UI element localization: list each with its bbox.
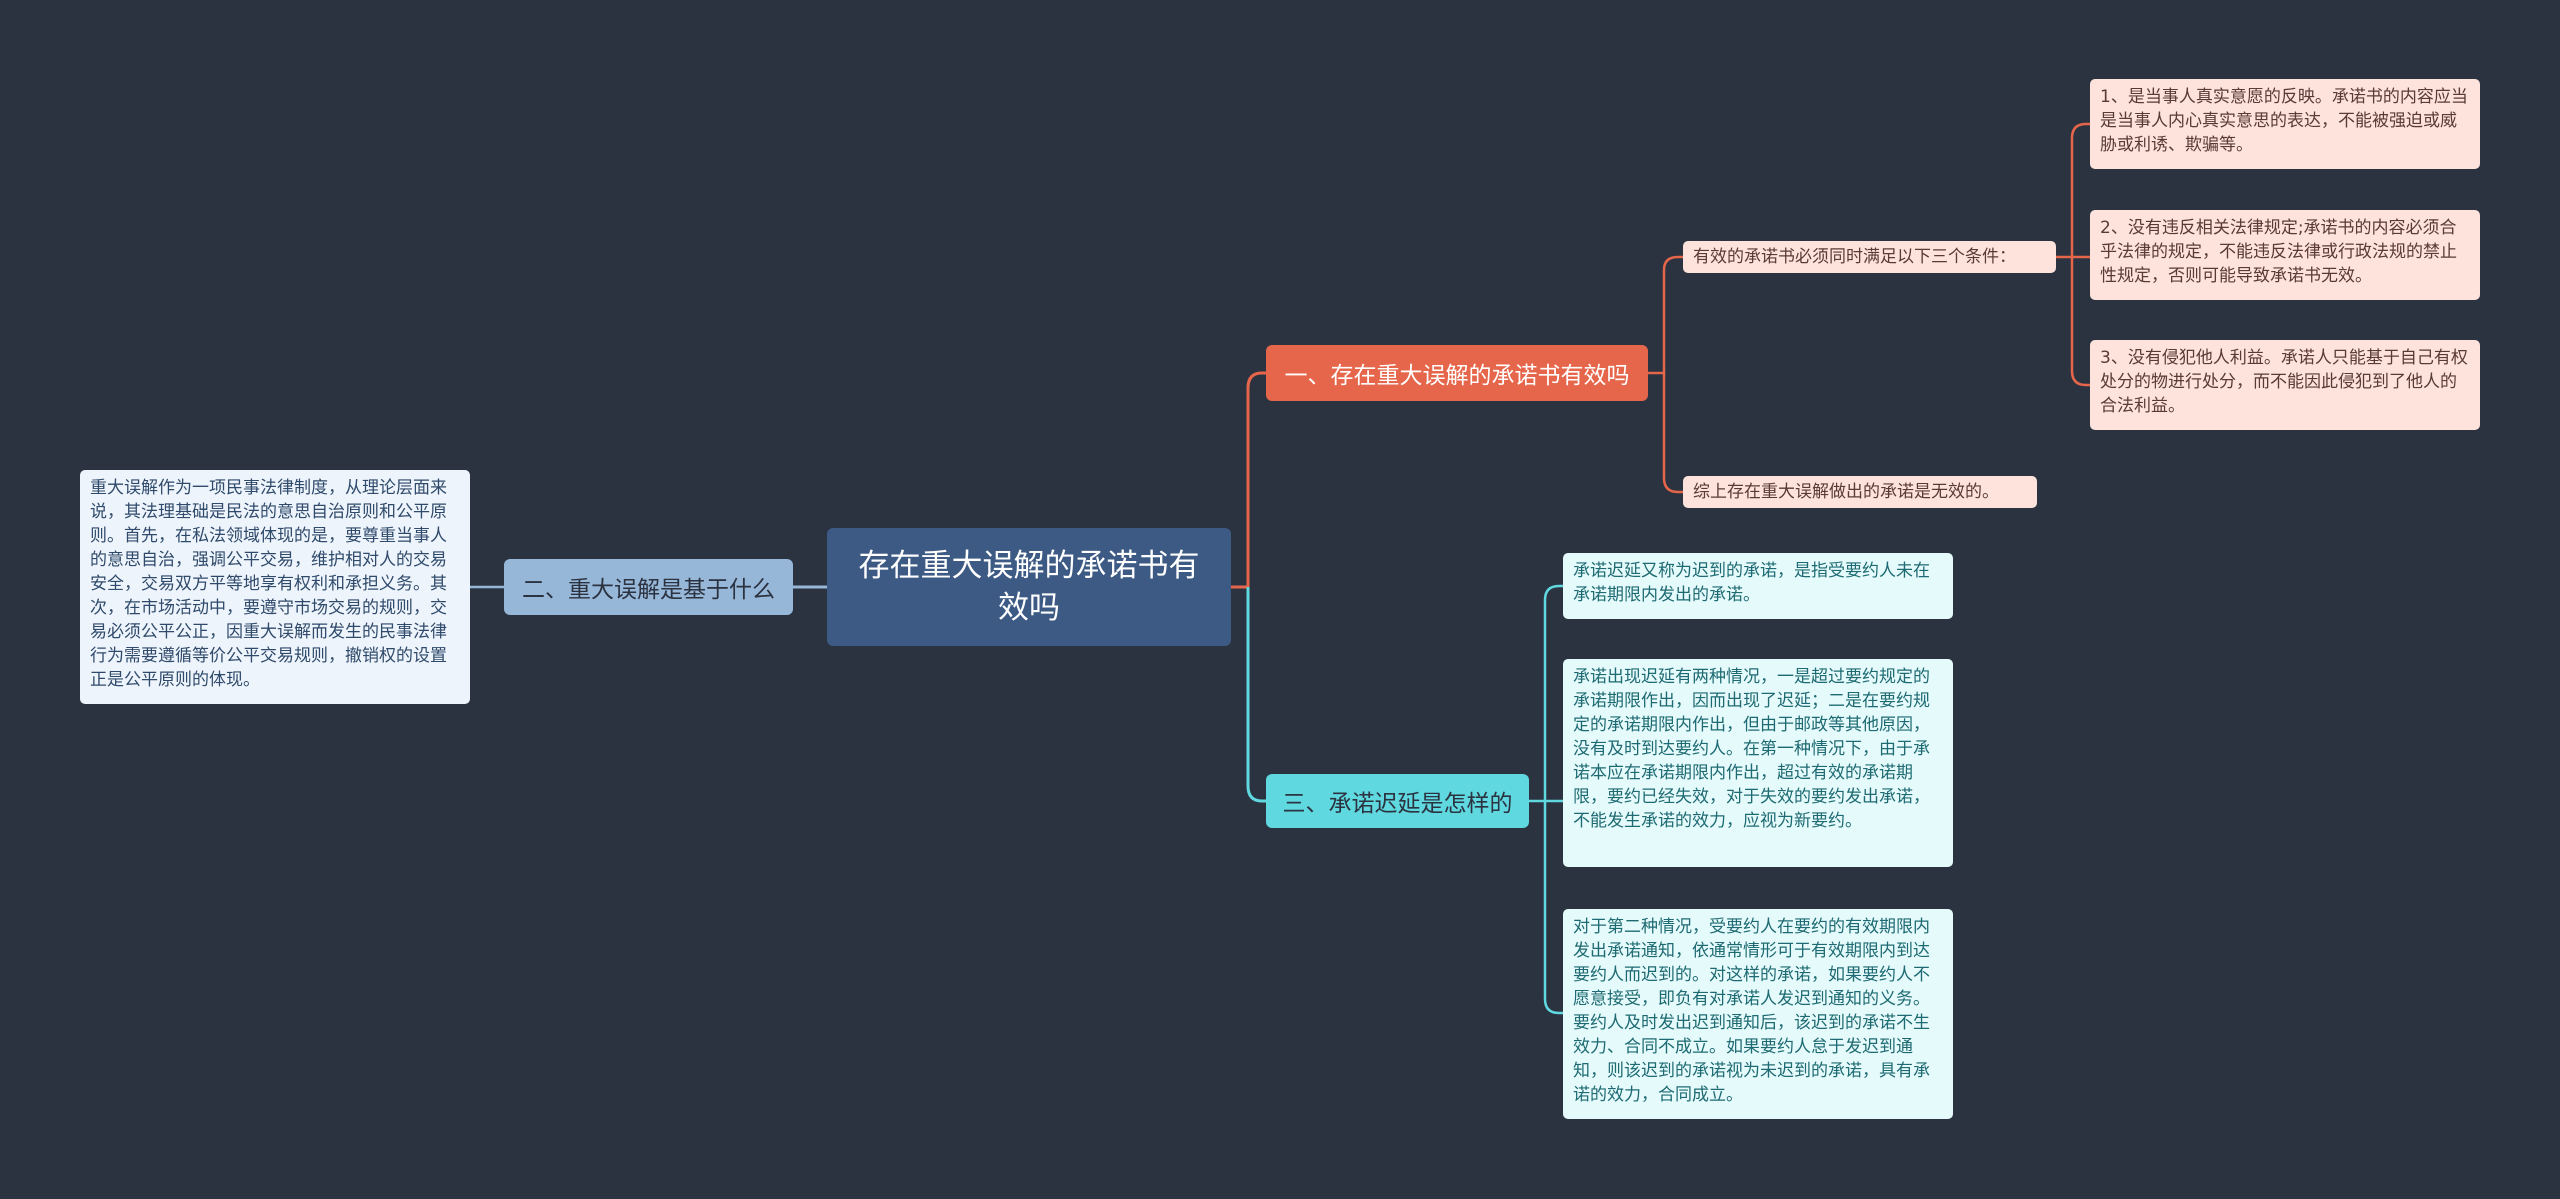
- delay-item-2-text: 承诺出现迟延有两种情况，一是超过要约规定的承诺期限作出，因而出现了迟延；二是在要…: [1573, 667, 1930, 831]
- condition-item-2[interactable]: 2、没有违反相关法律规定;承诺书的内容必须合乎法律的规定，不能违反法律或行政法规…: [2090, 210, 2480, 300]
- conclusion-node-text: 综上存在重大误解做出的承诺是无效的。: [1693, 482, 1999, 502]
- branch-basis-label: 二、重大误解是基于什么: [522, 577, 775, 603]
- link-sub1-item3: [2070, 257, 2090, 387]
- conditions-node[interactable]: 有效的承诺书必须同时满足以下三个条件：: [1683, 241, 2056, 273]
- condition-item-2-text: 2、没有违反相关法律规定;承诺书的内容必须合乎法律的规定，不能违反法律或行政法规…: [2100, 218, 2457, 286]
- condition-item-3-text: 3、没有侵犯他人利益。承诺人只能基于自己有权处分的物进行处分，而不能因此侵犯到了…: [2100, 348, 2468, 416]
- delay-item-2[interactable]: 承诺出现迟延有两种情况，一是超过要约规定的承诺期限作出，因而出现了迟延；二是在要…: [1563, 659, 1953, 867]
- link-root-branch3: [1246, 587, 1266, 803]
- delay-item-3-text: 对于第二种情况，受要约人在要约的有效期限内发出承诺通知，依通常情形可于有效期限内…: [1573, 917, 1930, 1105]
- conditions-node-label: 有效的承诺书必须同时满足以下三个条件：: [1693, 247, 2016, 267]
- link-branch3-item3: [1543, 801, 1563, 1015]
- delay-item-1[interactable]: 承诺迟延又称为迟到的承诺，是指受要约人未在承诺期限内发出的承诺。: [1563, 553, 1953, 619]
- branch-delay[interactable]: 三、承诺迟延是怎样的: [1266, 774, 1529, 828]
- basis-detail[interactable]: 重大误解作为一项民事法律制度，从理论层面来说，其法理基础是民法的意思自治原则和公…: [80, 470, 470, 704]
- root-topic[interactable]: 存在重大误解的承诺书有效吗: [827, 528, 1231, 646]
- delay-item-3[interactable]: 对于第二种情况，受要约人在要约的有效期限内发出承诺通知，依通常情形可于有效期限内…: [1563, 909, 1953, 1119]
- link-branch3-item1: [1529, 584, 1563, 803]
- link-sub1-item1: [2056, 122, 2090, 259]
- delay-item-1-text: 承诺迟延又称为迟到的承诺，是指受要约人未在承诺期限内发出的承诺。: [1573, 561, 1930, 605]
- branch-validity[interactable]: 一、存在重大误解的承诺书有效吗: [1266, 345, 1648, 401]
- condition-item-1-text: 1、是当事人真实意愿的反映。承诺书的内容应当是当事人内心真实意思的表达，不能被强…: [2100, 87, 2468, 155]
- basis-detail-text: 重大误解作为一项民事法律制度，从理论层面来说，其法理基础是民法的意思自治原则和公…: [90, 478, 447, 690]
- condition-item-1[interactable]: 1、是当事人真实意愿的反映。承诺书的内容应当是当事人内心真实意思的表达，不能被强…: [2090, 79, 2480, 169]
- root-topic-label: 存在重大误解的承诺书有效吗: [858, 548, 1200, 626]
- condition-item-3[interactable]: 3、没有侵犯他人利益。承诺人只能基于自己有权处分的物进行处分，而不能因此侵犯到了…: [2090, 340, 2480, 430]
- conclusion-node[interactable]: 综上存在重大误解做出的承诺是无效的。: [1683, 476, 2037, 508]
- link-root-branch1: [1231, 371, 1266, 589]
- branch-validity-label: 一、存在重大误解的承诺书有效吗: [1284, 363, 1630, 389]
- link-branch1-sub1: [1648, 255, 1683, 375]
- branch-basis[interactable]: 二、重大误解是基于什么: [504, 559, 793, 615]
- link-branch1-sub2: [1662, 373, 1683, 494]
- branch-delay-label: 三、承诺迟延是怎样的: [1282, 791, 1513, 817]
